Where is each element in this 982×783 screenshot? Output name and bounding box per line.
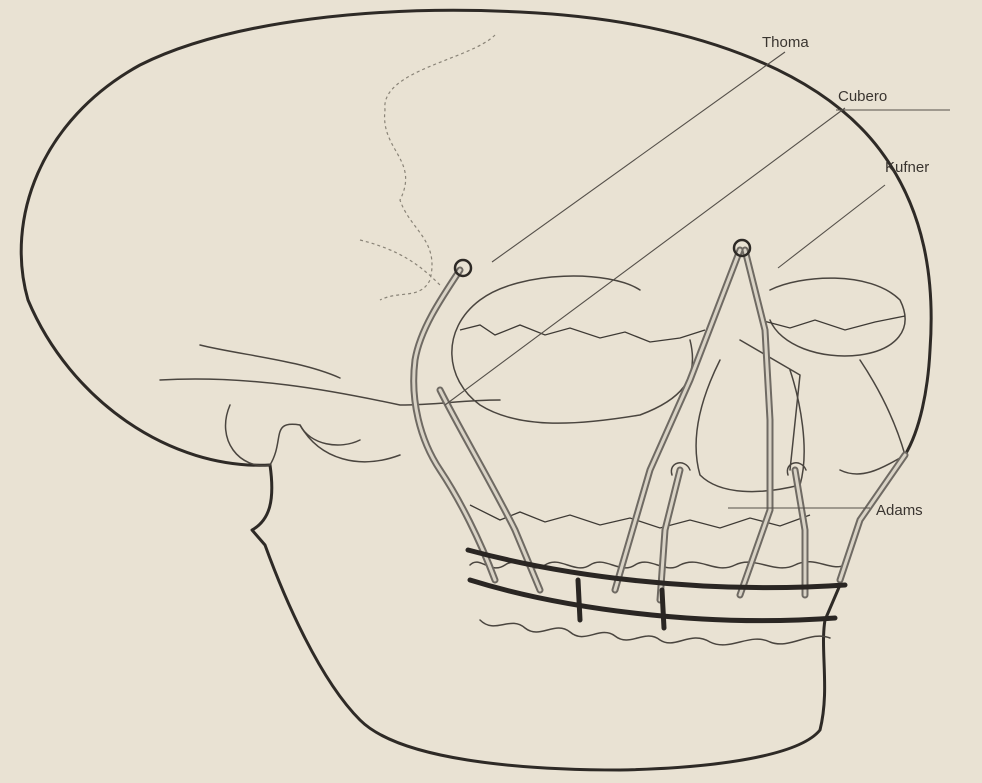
zygomatic-arch-lower (200, 345, 340, 378)
thoma-wire (414, 270, 495, 580)
orbit-right (770, 278, 905, 356)
lower-teeth (480, 620, 830, 645)
mandible-outline (252, 465, 840, 770)
arch-bar-tie-1 (578, 580, 580, 620)
kufner-leader (778, 185, 885, 268)
mastoid-inner (300, 425, 360, 445)
cranium-outline (21, 10, 931, 465)
orbit-left-fracture (460, 325, 705, 342)
kufner-label: Kufner (885, 159, 929, 176)
adams-label: Adams (876, 502, 923, 519)
thoma-leader (492, 52, 785, 262)
cubero-label: Cubero (838, 88, 887, 105)
thoma-wire-core (414, 270, 495, 580)
coronal-suture (380, 35, 495, 300)
zygoma-right (840, 360, 905, 474)
kufner-wire-left-core (615, 250, 740, 590)
mastoid-region (226, 405, 400, 466)
arch-bar-tie-2 (662, 590, 664, 628)
orbit-left (452, 276, 693, 423)
thoma-label: Thoma (762, 34, 809, 51)
kufner-wire-right (740, 250, 770, 595)
orbit-right-fracture (760, 316, 905, 330)
adams-wire-left (660, 470, 680, 600)
